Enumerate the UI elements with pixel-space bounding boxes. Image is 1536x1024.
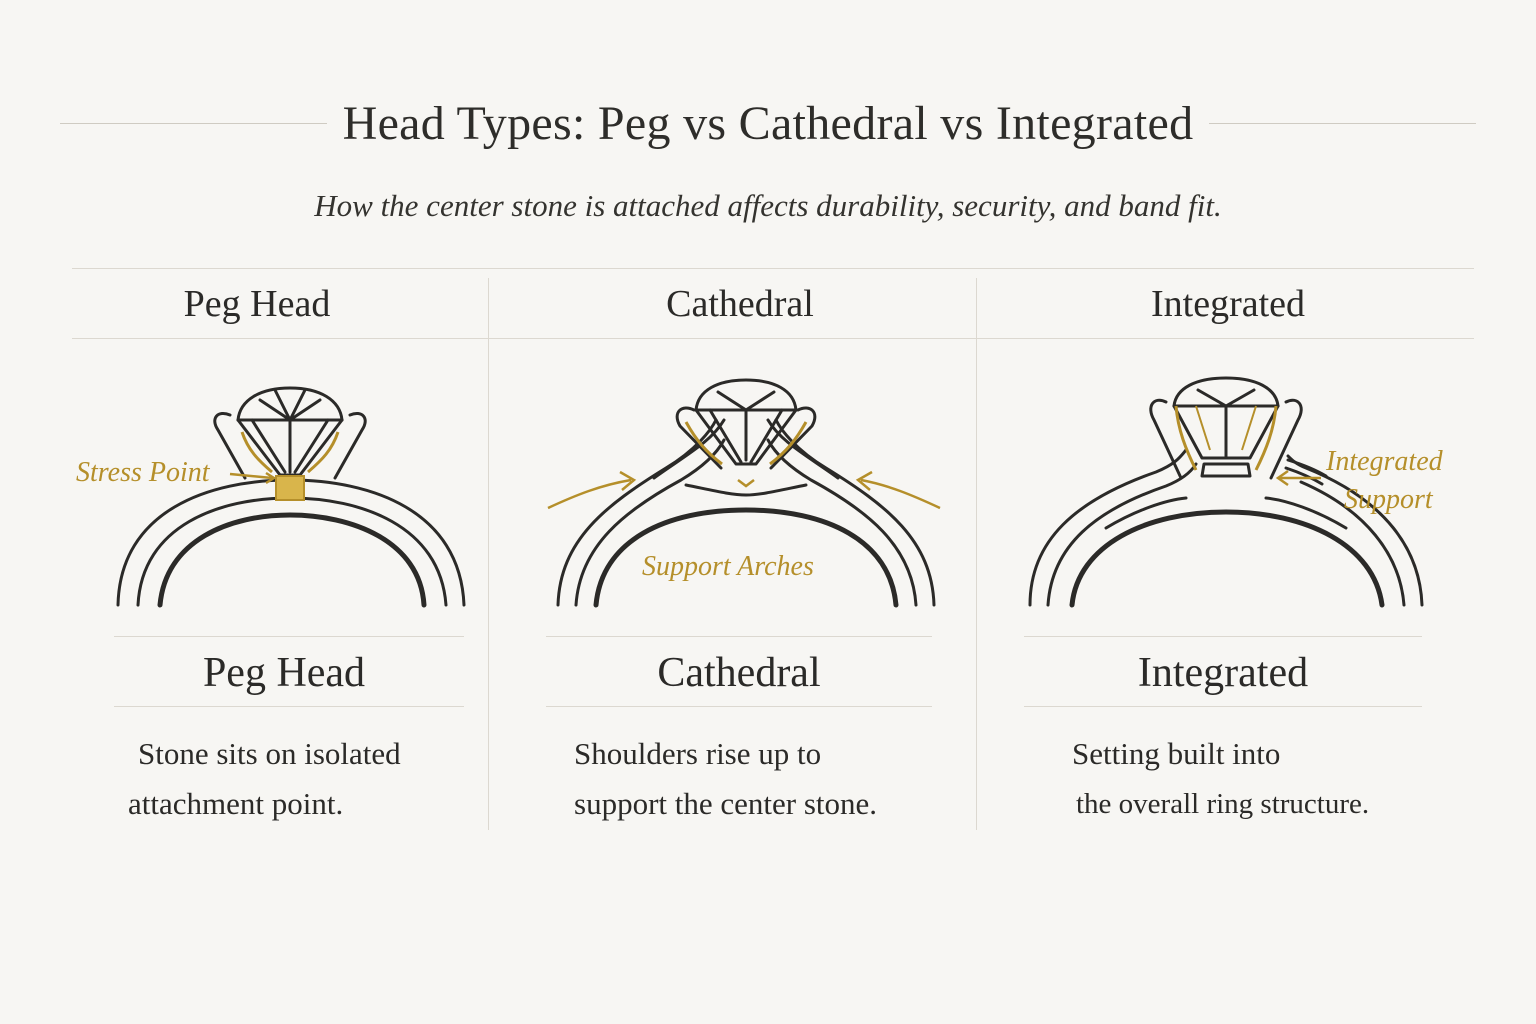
- page-subtitle: How the center stone is attached affects…: [314, 188, 1222, 223]
- cathedral-subhead-top-rule: [546, 636, 932, 637]
- integrated-support-label-line-2: Support: [1344, 484, 1433, 515]
- cathedral-subheading: Cathedral: [657, 650, 821, 696]
- column-heading-integrated: Integrated: [1150, 283, 1306, 325]
- peg-subhead-top-rule: [114, 636, 464, 637]
- column-divider-2: [976, 278, 977, 830]
- integrated-subheading: Integrated: [1137, 650, 1309, 696]
- column-heading-cathedral: Cathedral: [666, 283, 814, 325]
- integrated-ring-illustration: [1028, 376, 1424, 608]
- cathedral-support-arches-label: Support Arches: [642, 551, 814, 582]
- header-bottom-rule: [72, 338, 1474, 339]
- cathedral-subhead-bottom-rule: [546, 706, 932, 707]
- header-top-rule: [72, 268, 1474, 269]
- integrated-subhead-bottom-rule: [1024, 706, 1422, 707]
- peg-description-line-2: attachment point.: [128, 786, 344, 821]
- peg-head-ring-illustration: [116, 386, 466, 608]
- cathedral-description-line-1: Shoulders rise up to: [574, 736, 822, 771]
- peg-stress-point-label: Stress Point: [76, 457, 210, 488]
- peg-subheading: Peg Head: [202, 650, 366, 696]
- integrated-description-line-2: the overall ring structure.: [1076, 788, 1370, 820]
- cathedral-ring-illustration: [547, 378, 941, 608]
- peg-description-line-1: Stone sits on isolated: [138, 736, 401, 771]
- title-rule-right: [1209, 122, 1477, 124]
- integrated-description-line-1: Setting built into: [1072, 736, 1281, 771]
- integrated-subhead-top-rule: [1024, 636, 1422, 637]
- title-rule-left: [60, 122, 327, 124]
- page-title: Head Types: Peg vs Cathedral vs Integrat…: [342, 96, 1194, 150]
- column-divider-1: [488, 278, 489, 830]
- peg-subhead-bottom-rule: [114, 706, 464, 707]
- column-heading-peg: Peg Head: [183, 283, 331, 325]
- integrated-support-label-line-1: Integrated: [1326, 446, 1443, 477]
- title-row: Head Types: Peg vs Cathedral vs Integrat…: [0, 88, 1536, 158]
- cathedral-description-line-2: support the center stone.: [574, 786, 878, 821]
